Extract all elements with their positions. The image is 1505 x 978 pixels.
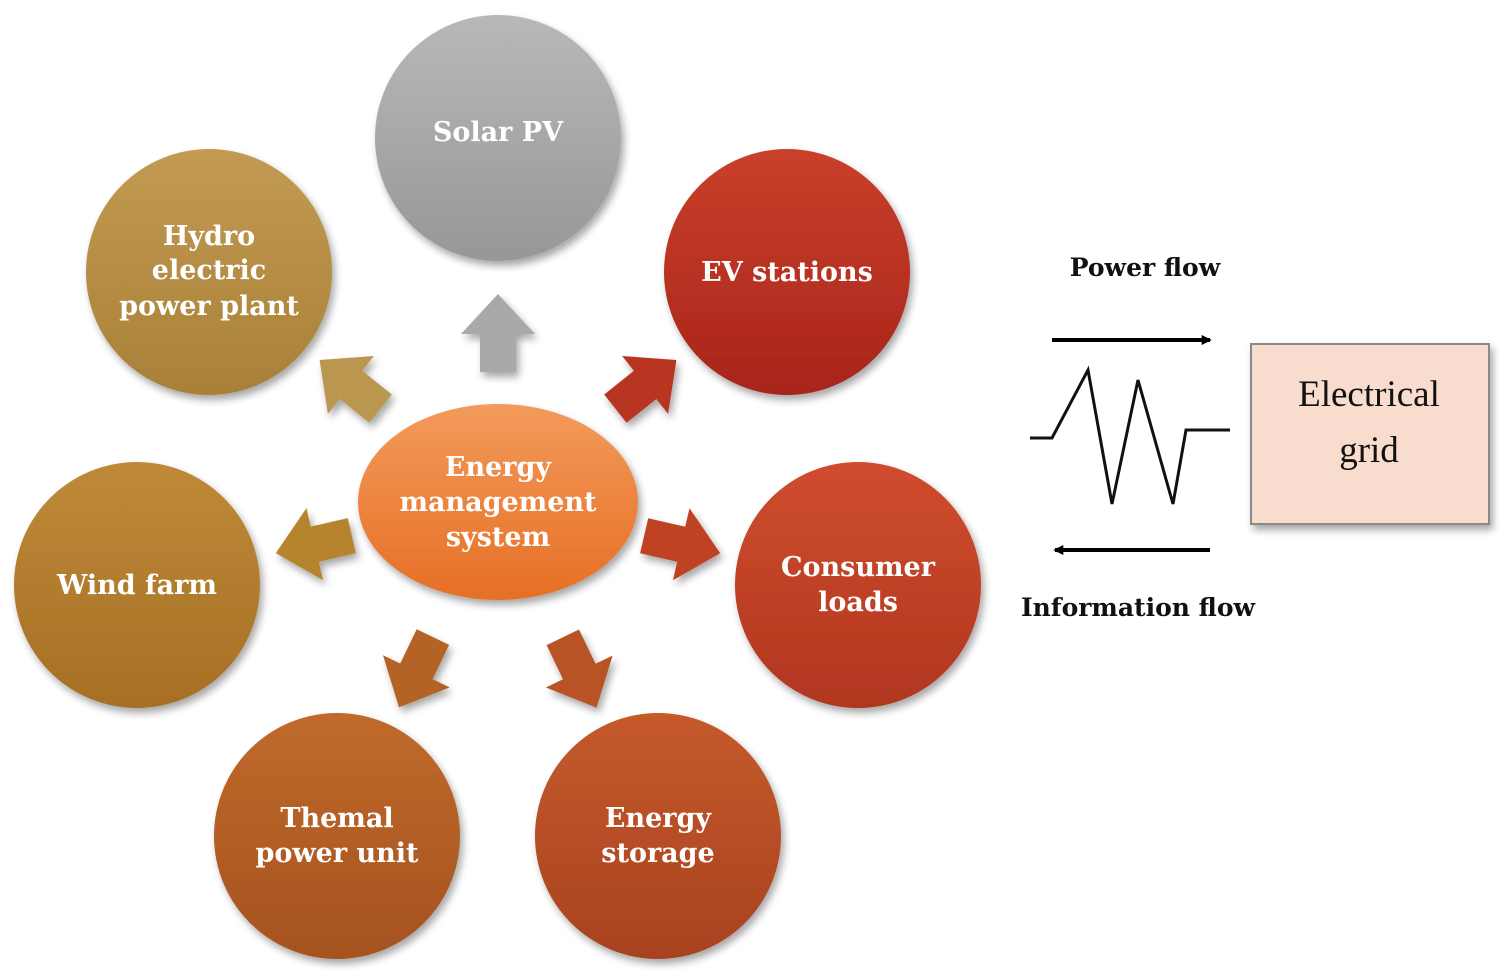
electrical-grid-box: Electrical grid xyxy=(1250,343,1490,525)
wind-farm-node: Wind farm xyxy=(14,462,260,708)
consumer-loads-label-line-2: loads xyxy=(818,587,898,618)
arrow-to-hydro-power-plant xyxy=(319,356,392,423)
consumer-loads-node: Consumer loads xyxy=(735,462,981,708)
arrow-to-wind-farm xyxy=(275,508,356,581)
ev-stations-node: EV stations xyxy=(664,149,910,395)
arrow-to-solar-pv xyxy=(461,294,535,372)
arrow-to-energy-storage xyxy=(545,629,613,708)
flow-panel: Power flow Information flow xyxy=(1021,253,1257,622)
arrow-to-ev-stations xyxy=(604,356,677,423)
center-label-line-3: system xyxy=(446,522,550,553)
ev-stations-circle xyxy=(664,149,910,395)
energy-storage-label-line-2: storage xyxy=(601,838,714,869)
signal-zigzag xyxy=(1030,365,1230,505)
energy-management-system-ellipse xyxy=(358,404,638,600)
hydro-power-plant-label-line-1: Hydro xyxy=(163,221,255,252)
hydro-power-plant-label-line-3: power plant xyxy=(119,291,299,322)
arrow-to-thermal-power-unit xyxy=(383,629,450,708)
energy-storage-label-line-1: Energy xyxy=(605,803,712,834)
grid-label-line-1: Electrical xyxy=(1298,374,1440,415)
hydro-power-plant-circle xyxy=(86,149,332,395)
ev-stations-label-line-1: EV stations xyxy=(701,257,873,288)
hydro-power-plant-label-line-2: electric xyxy=(152,255,266,286)
solar-pv-circle xyxy=(375,15,621,261)
grid-label-line-2: grid xyxy=(1339,430,1399,471)
consumer-loads-circle xyxy=(735,462,981,708)
energy-storage-node: Energy storage xyxy=(535,713,781,959)
center-label-line-1: Energy xyxy=(445,452,552,483)
energy-management-system-node: Energy management system xyxy=(358,404,638,600)
solar-pv-label-line-1: Solar PV xyxy=(433,117,564,148)
wind-farm-circle xyxy=(14,462,260,708)
wind-farm-label-line-1: Wind farm xyxy=(56,570,217,601)
power-flow-label: Power flow xyxy=(1070,253,1222,282)
thermal-power-unit-label-line-2: power unit xyxy=(256,838,419,869)
arrow-to-consumer-loads xyxy=(640,508,721,581)
thermal-power-unit-node: Themal power unit xyxy=(214,713,460,959)
solar-pv-node: Solar PV xyxy=(375,15,621,261)
thermal-power-unit-circle xyxy=(214,713,460,959)
consumer-loads-label-line-1: Consumer xyxy=(781,552,936,583)
electrical-grid-rect xyxy=(1250,343,1490,525)
arrows-layer xyxy=(275,294,721,708)
information-flow-label: Information flow xyxy=(1021,593,1257,622)
energy-storage-circle xyxy=(535,713,781,959)
center-label-line-2: management xyxy=(399,487,597,518)
thermal-power-unit-label-line-1: Themal xyxy=(280,803,393,834)
